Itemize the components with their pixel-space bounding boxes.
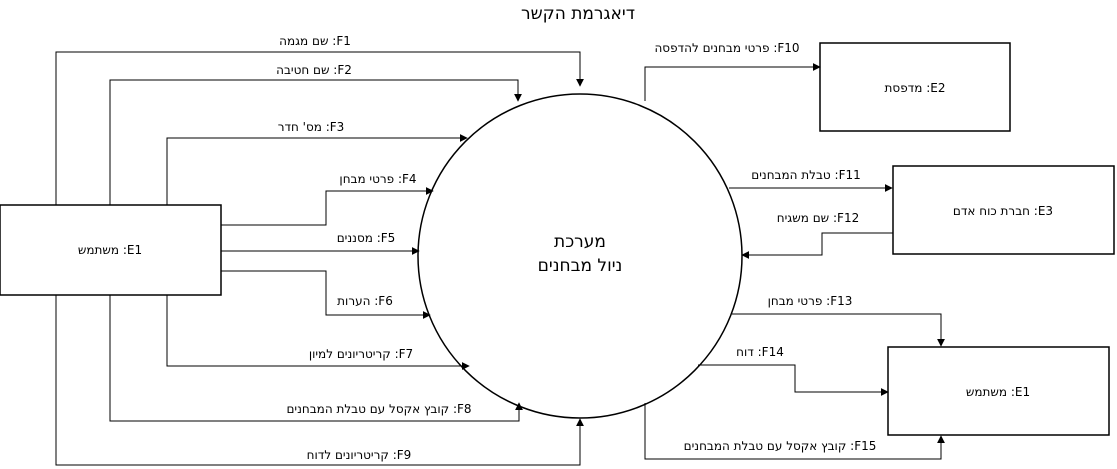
flow-f13-arrow xyxy=(732,313,945,347)
flow-f14-arrow xyxy=(698,364,889,396)
flow-f10-label: F10: פרטי מבחנים להדפסה xyxy=(654,41,799,55)
flow-f7-label: F7: קריטריונים למיון xyxy=(309,347,413,361)
entity-printer: E2: מדפסת xyxy=(819,42,1011,132)
flow-f4-arrow xyxy=(221,187,434,226)
entity-user-right: E1: משתמש xyxy=(887,346,1110,436)
flow-f7-arrow xyxy=(166,295,470,370)
entity-company: E3: חברת כוח אדם xyxy=(892,165,1115,255)
flow-f9-label: F9: קריטריונים לדוח xyxy=(307,448,412,462)
flow-f3-arrow xyxy=(166,134,468,205)
flow-f8-arrow xyxy=(109,295,523,422)
flow-f11-label: F11: טבלת המבחנים xyxy=(751,168,861,182)
entity-user-right-label: E1: משתמש xyxy=(966,385,1030,399)
process-name-line2: ניול מבחנים xyxy=(538,256,623,276)
flow-f15-label: F15: קובץ אקסל עם טבלת המבחנים xyxy=(684,439,877,453)
flow-f9-arrow xyxy=(55,295,584,466)
entity-company-label: E3: חברת כוח אדם xyxy=(953,204,1053,218)
flow-f2-label: F2: שם חטיבה xyxy=(276,63,352,77)
entity-user-left-label: E1: משתמש xyxy=(78,243,142,257)
flow-f12-label: F12: שם משגיח xyxy=(777,211,859,225)
flow-f14-label: F14: דוח xyxy=(736,345,784,359)
entity-user-left: E1: משתמש xyxy=(0,204,222,296)
flow-f1-label: F1: שם מגמה xyxy=(279,34,351,48)
flow-f6-arrow xyxy=(221,270,431,319)
entity-printer-label: E2: מדפסת xyxy=(885,81,946,95)
diagram-title: דיאגרמת הקשר xyxy=(521,4,635,24)
flow-f2-arrow xyxy=(109,79,522,205)
flow-f1-arrow xyxy=(55,51,584,205)
flow-f3-label: F3: מס' חדר xyxy=(278,120,345,134)
flow-f6-label: F6: הערות xyxy=(337,294,393,308)
flow-f15-arrow xyxy=(644,403,945,460)
flow-f5-label: F5: מסננים xyxy=(337,231,396,245)
flow-f13-label: F13: פרטי מבחן xyxy=(768,294,853,308)
flow-f10-arrow xyxy=(644,63,821,101)
flow-f12-arrow xyxy=(741,232,893,259)
flow-f4-label: F4: פרטי מבחן xyxy=(339,172,416,186)
flow-f8-label: F8: קובץ אקסל עם טבלת המבחנים xyxy=(286,402,471,416)
process-name-line1: מערכת xyxy=(554,232,606,252)
